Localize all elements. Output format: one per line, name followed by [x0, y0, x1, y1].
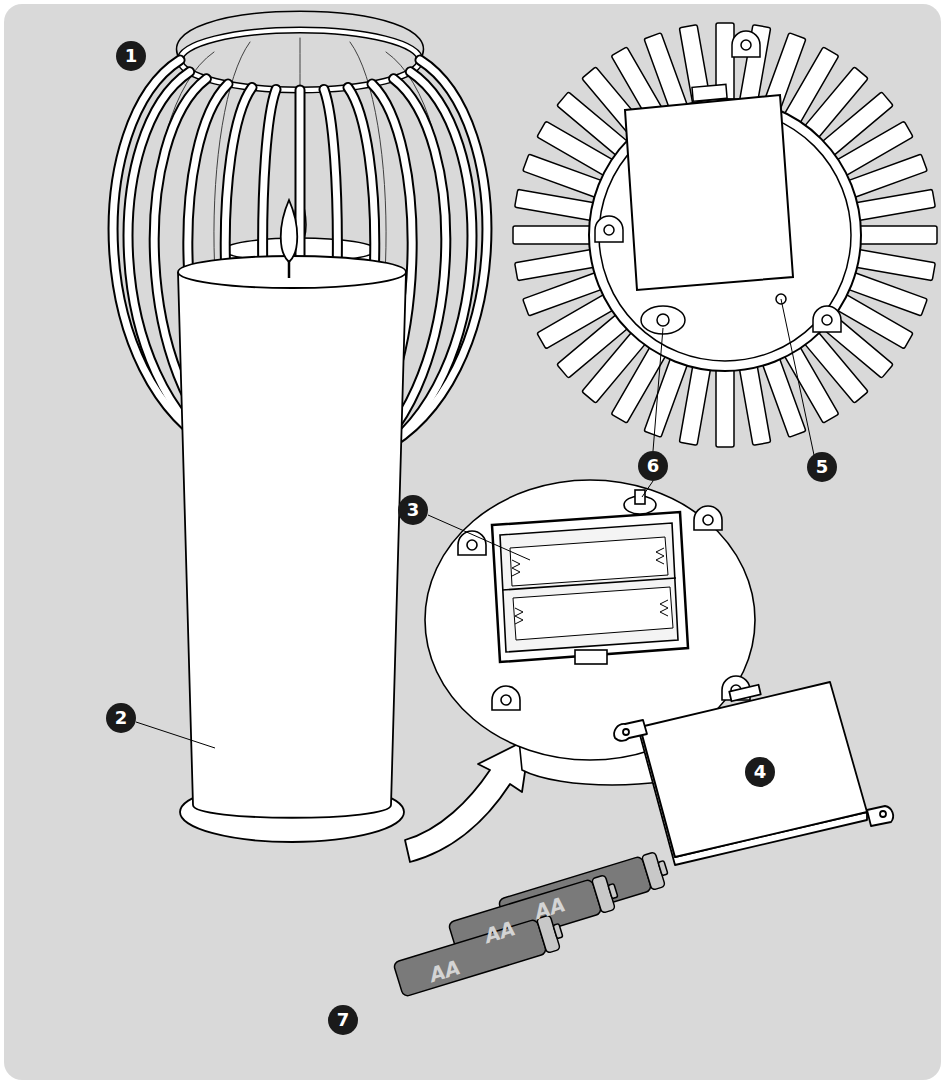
background-panel — [4, 4, 941, 1080]
battery-label: AA — [427, 957, 462, 985]
callout-number: 4 — [745, 757, 775, 787]
callout-number: 5 — [807, 452, 837, 482]
leader-line — [781, 299, 814, 455]
battery-label: AA — [482, 918, 517, 946]
battery-label: AA — [532, 894, 567, 922]
base-underside — [513, 23, 937, 447]
callout-number: 3 — [398, 495, 428, 525]
leader-line — [653, 328, 663, 451]
leader-line — [136, 722, 215, 748]
leader-line — [642, 481, 653, 497]
callout-number: 6 — [638, 451, 668, 481]
insert-arrow — [405, 738, 530, 862]
leader-line — [428, 515, 530, 560]
callout-number: 7 — [328, 1005, 358, 1035]
aa-batteries — [393, 850, 671, 997]
battery-cover — [614, 682, 893, 865]
callout-number: 2 — [106, 703, 136, 733]
candle — [178, 200, 406, 842]
callout-number: 1 — [116, 41, 146, 71]
